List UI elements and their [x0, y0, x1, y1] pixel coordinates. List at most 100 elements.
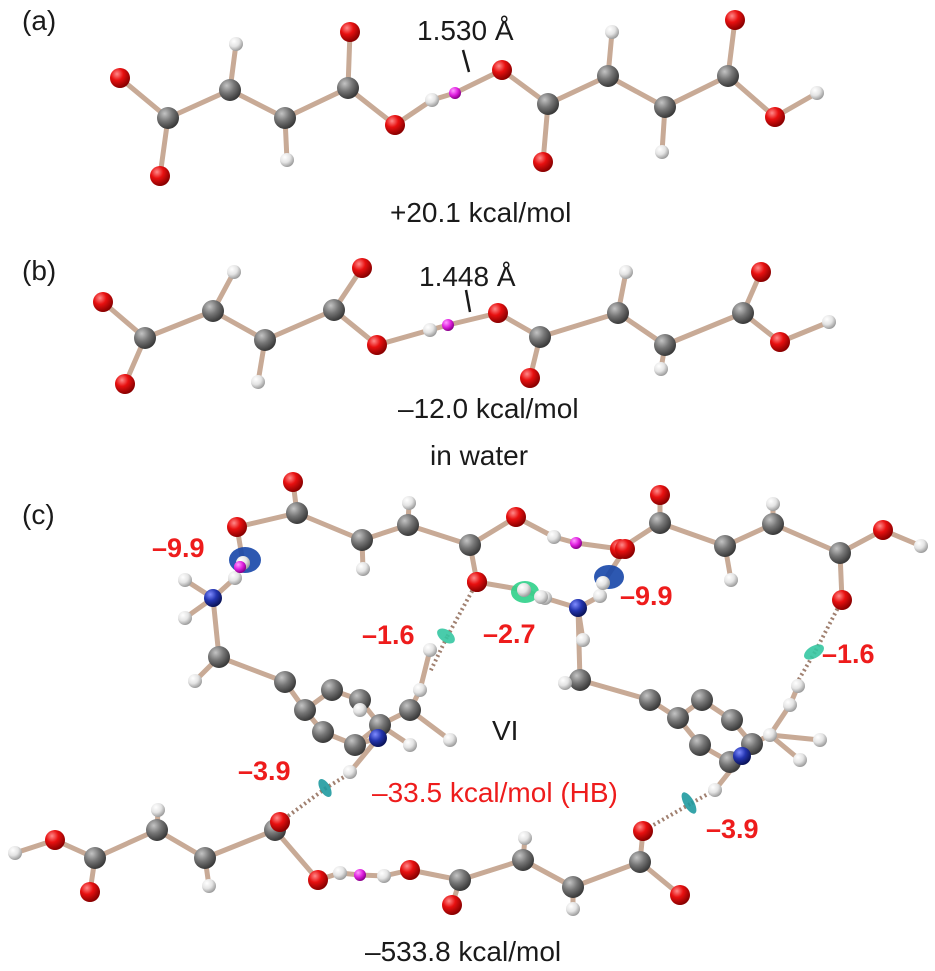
- bond-length-pointer: [461, 49, 471, 73]
- hydrogen-atom: [413, 683, 427, 697]
- carbon-atom: [399, 699, 421, 721]
- carbon-atom: [721, 709, 743, 731]
- oxygen-atom: [670, 885, 690, 905]
- carbon-atom: [84, 847, 106, 869]
- hydrogen-atom: [280, 153, 294, 167]
- interaction-value: –2.7: [483, 619, 536, 649]
- hydrogen-atom: [822, 315, 836, 329]
- interaction-value: –1.6: [362, 620, 415, 650]
- carbon-atom: [629, 851, 651, 873]
- bond-critical-point: [234, 561, 246, 573]
- bond: [457, 857, 526, 883]
- carbon-atom: [649, 512, 671, 534]
- carbon-atom: [351, 529, 373, 551]
- hydrogen-atom: [558, 676, 572, 690]
- carbon-atom: [537, 93, 559, 115]
- nitrogen-atom: [369, 729, 387, 747]
- hb-energy: –33.5 kcal/mol (HB): [372, 777, 618, 808]
- nitrogen-atom: [733, 747, 751, 765]
- oxygen-atom: [725, 10, 745, 30]
- hydrogen-atom: [403, 738, 417, 752]
- oxygen-atom: [633, 821, 653, 841]
- oxygen-atom: [467, 572, 487, 592]
- hydrogen-atom: [766, 497, 780, 511]
- interaction-surface: [318, 778, 332, 798]
- hydrogen-atom: [178, 573, 192, 587]
- bond: [142, 308, 216, 341]
- hydrogen-atom: [8, 846, 22, 860]
- carbon-atom: [512, 849, 534, 871]
- carbon-atom: [274, 107, 296, 129]
- hydrogen-atom: [708, 783, 722, 797]
- carbon-atom: [529, 326, 551, 348]
- interaction-value: –1.6: [822, 639, 875, 669]
- carbon-atom: [274, 671, 296, 693]
- hydrogen-atom: [188, 674, 202, 688]
- oxygen-atom: [520, 368, 540, 388]
- oxygen-atom: [751, 262, 771, 282]
- carbon-atom: [349, 689, 371, 711]
- bond: [577, 677, 653, 703]
- hydrogen-atom: [227, 265, 241, 279]
- oxygen-atom: [533, 152, 553, 172]
- bond-critical-point: [354, 869, 366, 881]
- carbon-atom: [194, 847, 216, 869]
- carbon-atom: [157, 107, 179, 129]
- carbon-atom: [294, 699, 316, 721]
- panel-b-label: (b): [22, 255, 56, 286]
- bond: [767, 732, 823, 743]
- hydrogen-atom: [425, 93, 439, 107]
- hydrogen-atom: [793, 753, 807, 767]
- oxygen-atom: [442, 895, 462, 915]
- hydrogen-atom: [353, 703, 367, 717]
- oxygen-atom: [308, 870, 328, 890]
- carbon-atom: [146, 819, 168, 841]
- carbon-atom: [732, 302, 754, 324]
- interaction-value: –9.9: [620, 581, 673, 611]
- carbon-atom: [254, 329, 276, 351]
- hydrogen-atom: [724, 573, 738, 587]
- hydrogen-atom: [202, 879, 216, 893]
- bond: [216, 654, 288, 685]
- bond: [662, 310, 746, 348]
- oxygen-atom: [270, 812, 290, 832]
- hydrogen-bond: [445, 581, 479, 638]
- carbon-atom: [607, 302, 629, 324]
- interaction-value: –9.9: [152, 533, 205, 563]
- bond: [662, 73, 731, 110]
- bond: [657, 520, 728, 549]
- bond: [165, 87, 233, 121]
- nitrogen-atom: [204, 589, 222, 607]
- bond: [570, 859, 643, 890]
- oxygen-atom: [400, 860, 420, 880]
- complex-label: VI: [492, 715, 518, 746]
- oxygen-atom: [283, 472, 303, 492]
- hydrogen-atom: [914, 539, 928, 553]
- hydrogen-atom: [228, 571, 242, 585]
- hydrogen-atom: [402, 496, 416, 510]
- oxygen-atom: [506, 507, 526, 527]
- bond: [282, 85, 351, 121]
- oxygen-atom: [45, 830, 65, 850]
- carbon-atom: [397, 514, 419, 536]
- panel-b-bond-length: 1.448 Å: [419, 261, 516, 292]
- hydrogen-atom: [605, 25, 619, 39]
- interaction-surface: [437, 628, 455, 644]
- hydrogen-atom: [593, 589, 607, 603]
- carbon-atom: [717, 65, 739, 87]
- panel-b-medium: in water: [430, 440, 528, 471]
- interaction-surface: [681, 792, 697, 814]
- carbon-atom: [321, 679, 343, 701]
- interaction-value: –3.9: [238, 756, 291, 786]
- carbon-atom: [667, 707, 689, 729]
- interaction-surface: [804, 644, 824, 660]
- oxygen-atom: [227, 517, 247, 537]
- carbon-atom: [597, 65, 619, 87]
- oxygen-atom: [80, 882, 100, 902]
- bond: [537, 310, 621, 340]
- hydrogen-atom: [654, 362, 668, 376]
- hydrogen-atom: [151, 803, 165, 817]
- oxygen-atom: [115, 374, 135, 394]
- carbon-atom: [714, 535, 736, 557]
- oxygen-atom: [615, 539, 635, 559]
